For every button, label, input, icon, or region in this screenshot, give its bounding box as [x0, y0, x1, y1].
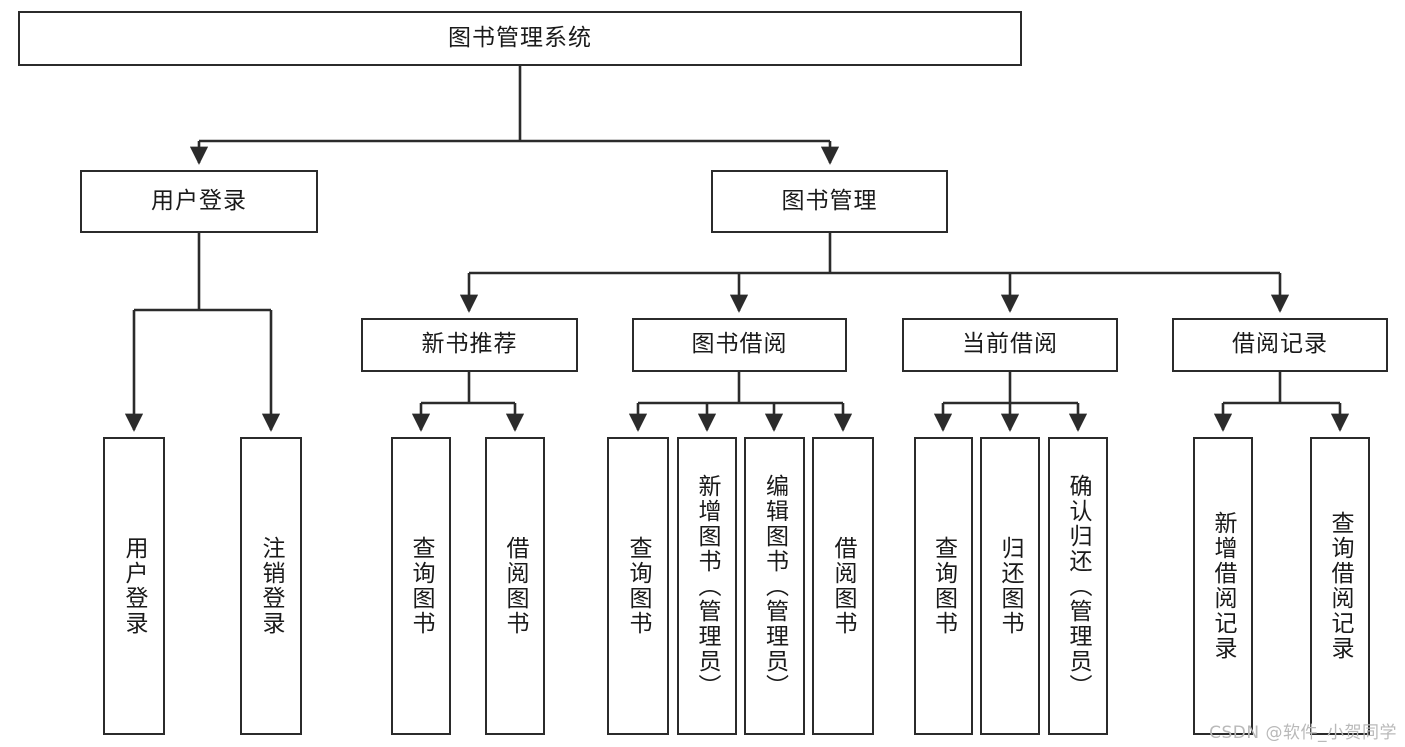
node-new-book-rec-label: 新书推荐 — [421, 331, 518, 358]
node-leaf-borrow-borrow-book[interactable]: 借阅图书 — [812, 437, 874, 735]
node-leaf-borrow-query-book[interactable]: 查询图书 — [607, 437, 669, 735]
node-leaf-rec-add-record-label: 新增借阅记录 — [1210, 511, 1236, 661]
node-leaf-borrow-add-book-label: 新增图书（管理员） — [694, 473, 720, 699]
node-user-login-label: 用户登录 — [151, 187, 247, 214]
node-leaf-user-login-label: 用户登录 — [121, 536, 147, 636]
csdn-watermark: CSDN @软件_小贺同学 — [1209, 723, 1397, 743]
node-leaf-cur-confirm-return-label: 确认归还（管理员） — [1065, 473, 1091, 699]
node-user-login[interactable]: 用户登录 — [80, 170, 318, 233]
node-leaf-rec-query-record[interactable]: 查询借阅记录 — [1310, 437, 1370, 735]
node-leaf-rec-query-record-label: 查询借阅记录 — [1327, 511, 1353, 661]
node-current-borrow[interactable]: 当前借阅 — [902, 318, 1118, 372]
node-leaf-rec-borrow-book-label: 借阅图书 — [502, 536, 528, 636]
node-leaf-borrow-edit-book-label: 编辑图书（管理员） — [761, 473, 788, 699]
node-borrow-record[interactable]: 借阅记录 — [1172, 318, 1388, 372]
node-leaf-borrow-add-book[interactable]: 新增图书（管理员） — [677, 437, 737, 735]
node-leaf-rec-query-book[interactable]: 查询图书 — [391, 437, 451, 735]
node-leaf-rec-query-book-label: 查询图书 — [408, 536, 434, 636]
node-root-label: 图书管理系统 — [448, 24, 592, 51]
node-new-book-rec[interactable]: 新书推荐 — [361, 318, 578, 372]
node-leaf-rec-borrow-book[interactable]: 借阅图书 — [485, 437, 545, 735]
node-leaf-borrow-borrow-book-label: 借阅图书 — [830, 536, 856, 636]
node-root[interactable]: 图书管理系统 — [18, 11, 1022, 66]
node-book-manage[interactable]: 图书管理 — [711, 170, 948, 233]
node-leaf-cur-query-book-label: 查询图书 — [930, 536, 957, 636]
node-leaf-borrow-edit-book[interactable]: 编辑图书（管理员） — [744, 437, 805, 735]
node-leaf-borrow-query-book-label: 查询图书 — [625, 536, 651, 636]
node-borrow-record-label: 借阅记录 — [1232, 331, 1328, 358]
node-leaf-cur-query-book[interactable]: 查询图书 — [914, 437, 973, 735]
node-book-manage-label: 图书管理 — [781, 187, 878, 214]
node-leaf-cur-confirm-return[interactable]: 确认归还（管理员） — [1048, 437, 1108, 735]
node-book-borrow-label: 图书借阅 — [691, 331, 788, 358]
node-book-borrow[interactable]: 图书借阅 — [632, 318, 847, 372]
node-leaf-cur-return-book-label: 归还图书 — [997, 536, 1023, 636]
node-current-borrow-label: 当前借阅 — [962, 331, 1058, 358]
node-leaf-user-login[interactable]: 用户登录 — [103, 437, 165, 735]
node-leaf-user-logout[interactable]: 注销登录 — [240, 437, 302, 735]
node-leaf-cur-return-book[interactable]: 归还图书 — [980, 437, 1040, 735]
node-leaf-user-logout-label: 注销登录 — [258, 536, 284, 636]
node-leaf-rec-add-record[interactable]: 新增借阅记录 — [1193, 437, 1253, 735]
